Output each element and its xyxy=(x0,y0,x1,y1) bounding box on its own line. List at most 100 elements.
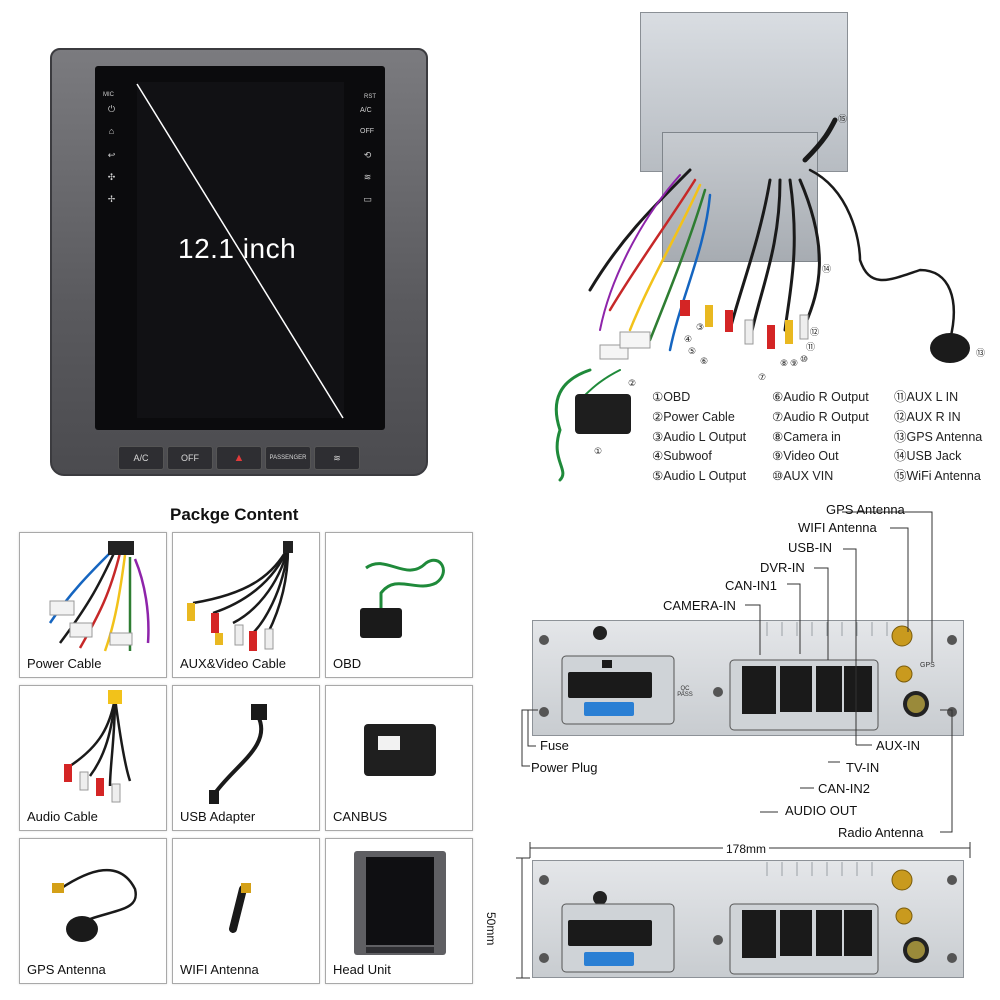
legend-item: ⑦Audio R Output xyxy=(772,409,869,424)
package-item-obd: OBD xyxy=(325,532,473,678)
wiring-legend-col-3: ⑪AUX L IN ⑫AUX R IN ⑬GPS Antenna ⑭USB Ja… xyxy=(894,388,982,487)
aux-video-cable-image xyxy=(187,541,293,651)
off-label[interactable]: OFF xyxy=(360,128,374,135)
recirculate-icon[interactable]: ⟲ xyxy=(363,150,372,160)
package-item-label: Power Cable xyxy=(27,656,102,671)
home-icon[interactable]: ⌂ xyxy=(108,126,115,136)
front-defrost-icon[interactable]: ▭ xyxy=(363,194,372,204)
package-item-audio-cable: Audio Cable xyxy=(19,685,167,831)
legend-item: ⑧Camera in xyxy=(772,429,841,444)
qc-pass-mark: QC PASS xyxy=(677,686,693,698)
reset-label: RST xyxy=(364,94,376,100)
callout-6: ⑥ xyxy=(700,356,709,366)
label-usb-in: USB-IN xyxy=(788,540,833,555)
callout-7: ⑦ xyxy=(758,372,767,382)
callout-3: ③ xyxy=(696,322,705,332)
gps-mark: GPS xyxy=(920,662,935,669)
legend-item: ⑪AUX L IN xyxy=(894,390,959,404)
callout-9: ⑨ xyxy=(790,358,799,368)
package-item-gps-antenna: GPS Antenna xyxy=(19,838,167,984)
power-cable-image xyxy=(48,541,150,652)
package-item-label: GPS Antenna xyxy=(27,962,106,977)
legend-item: ①OBD xyxy=(652,390,691,404)
label-gps-antenna: GPS Antenna xyxy=(826,502,905,517)
gps-antenna-image xyxy=(52,868,138,942)
label-camera-in: CAMERA-IN xyxy=(663,598,736,613)
gps-antenna-puck xyxy=(930,333,970,363)
callout-10: ⑩ xyxy=(800,354,809,364)
rear-panel-ports xyxy=(539,622,957,731)
package-item-head-unit: Head Unit xyxy=(325,838,473,984)
package-item-label: CANBUS xyxy=(333,809,388,824)
label-power-plug: Power Plug xyxy=(531,760,598,775)
fan-speed-icon[interactable]: ✢ xyxy=(107,194,116,204)
audio-cable-image xyxy=(64,690,132,803)
obd-module xyxy=(575,394,631,434)
package-content-title: Packge Content xyxy=(170,505,299,524)
mic-label: MIC xyxy=(103,92,114,98)
wiring-legend-col-1: ①OBD ②Power Cable ③Audio L Output ④Subwo… xyxy=(652,388,746,487)
rear-defrost-icon[interactable]: ≋ xyxy=(363,172,372,182)
legend-item: ⑥Audio R Output xyxy=(772,390,869,404)
usb-adapter-image xyxy=(209,704,267,804)
wiring-legend-col-2: ⑥Audio R Output ⑦Audio R Output ⑧Camera … xyxy=(772,388,869,487)
package-item-label: USB Adapter xyxy=(180,809,256,824)
package-item-wifi-antenna: WIFI Antenna xyxy=(172,838,320,984)
package-item-label: Head Unit xyxy=(333,962,391,977)
package-item-label: OBD xyxy=(333,656,362,671)
label-wifi-antenna: WIFI Antenna xyxy=(798,520,877,535)
legend-item: ②Power Cable xyxy=(652,409,735,424)
legend-item: ⑤Audio L Output xyxy=(652,469,747,484)
back-icon[interactable]: ↩ xyxy=(107,150,116,160)
label-can-in2: CAN-IN2 xyxy=(818,781,871,796)
ac-label[interactable]: A/C xyxy=(360,107,372,114)
fan-icon[interactable]: ✣ xyxy=(107,172,116,182)
screen-size-label: 12.1 inch xyxy=(178,233,297,264)
hazard-button[interactable]: ▲ xyxy=(216,446,262,470)
legend-item: ④Subwoof xyxy=(652,449,712,464)
connector-callout-lines xyxy=(521,511,953,833)
package-item-power-cable: Power Cable xyxy=(19,532,167,678)
head-unit-image xyxy=(354,851,446,955)
rear-panel-ports-2 xyxy=(539,862,957,975)
package-item-usb-adapter: USB Adapter xyxy=(172,685,320,831)
callout-12: ⑫ xyxy=(810,327,820,337)
wifi-antenna-image xyxy=(229,883,251,933)
label-dvr-in: DVR-IN xyxy=(760,560,805,575)
label-radio-antenna: Radio Antenna xyxy=(838,825,924,840)
off-button[interactable]: OFF xyxy=(167,446,213,470)
height-dimension: 50mm xyxy=(484,912,498,946)
label-fuse: Fuse xyxy=(540,738,569,753)
width-dimension: 178mm xyxy=(723,842,770,856)
callout-1: ① xyxy=(594,446,603,456)
callout-11: ⑪ xyxy=(806,342,816,352)
label-can-in1: CAN-IN1 xyxy=(725,578,778,593)
legend-item: ⑨Video Out xyxy=(772,449,839,464)
package-item-aux-video-cable: AUX&Video Cable xyxy=(172,532,320,678)
callout-5: ⑤ xyxy=(688,346,697,356)
label-tv-in: TV-IN xyxy=(846,760,880,775)
legend-item: ⑩AUX VIN xyxy=(772,469,834,484)
head-unit-display xyxy=(137,82,344,418)
package-item-label: WIFI Antenna xyxy=(180,962,259,977)
label-aux-in: AUX-IN xyxy=(876,738,921,753)
legend-item: ③Audio L Output xyxy=(652,429,747,444)
wiring-harness-photo xyxy=(554,117,955,482)
package-item-label: Audio Cable xyxy=(27,809,98,824)
legend-item: ⑭USB Jack xyxy=(894,449,962,464)
label-audio-out: AUDIO OUT xyxy=(785,803,858,818)
ac-button[interactable]: A/C xyxy=(118,446,164,470)
callout-8: ⑧ xyxy=(780,358,789,368)
canbus-image xyxy=(364,724,436,776)
power-icon[interactable]: ⏻ xyxy=(107,104,116,114)
callout-13: ⑬ xyxy=(976,348,986,358)
legend-item: ⑬GPS Antenna xyxy=(894,429,983,444)
screen-diagonal xyxy=(136,83,344,419)
obd-image xyxy=(360,559,445,638)
package-item-canbus: CANBUS xyxy=(325,685,473,831)
package-item-label: AUX&Video Cable xyxy=(180,656,286,671)
legend-item: ⑫AUX R IN xyxy=(894,409,961,424)
legend-item: ⑮WiFi Antenna xyxy=(894,469,981,484)
passenger-button[interactable]: PASSENGER xyxy=(265,446,311,470)
defrost-button[interactable]: ≋ xyxy=(314,446,360,470)
